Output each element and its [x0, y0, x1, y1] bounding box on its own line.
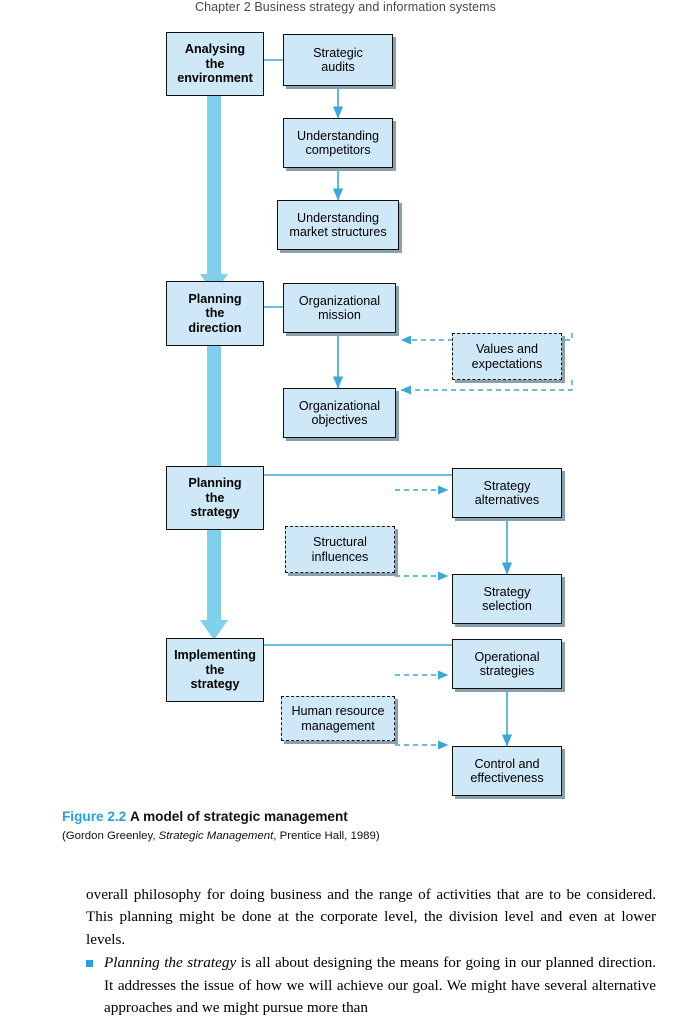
figure-title: A model of strategic management: [130, 809, 348, 824]
node-strategy-alternatives[interactable]: Strategy alternatives: [452, 468, 562, 518]
figure-strategic-management-model: Analysing the environment Planning the d…: [0, 18, 691, 808]
node-organizational-mission[interactable]: Organizational mission: [283, 283, 396, 333]
figure-number: Figure 2.2: [62, 809, 127, 824]
node-organizational-objectives[interactable]: Organizational objectives: [283, 388, 396, 438]
node-planning-the-direction[interactable]: Planning the direction: [166, 281, 264, 346]
node-implementing-the-strategy[interactable]: Implementing the strategy: [166, 638, 264, 702]
node-control-and-effectiveness[interactable]: Control and effectiveness: [452, 746, 562, 796]
credit-suffix: , Prentice Hall, 1989): [273, 830, 380, 842]
node-strategy-selection[interactable]: Strategy selection: [452, 574, 562, 624]
bullet-square-icon: [86, 960, 93, 968]
link-values-to-objectives: [400, 380, 573, 395]
spine-arrow-1: [200, 96, 228, 294]
credit-source-title: Strategic Management: [158, 830, 274, 842]
node-structural-influences[interactable]: Structural influences: [285, 526, 395, 573]
bullet-body: is all about designing the means for goi…: [104, 954, 657, 1017]
spine-arrow-3: [200, 530, 228, 640]
node-strategic-audits[interactable]: Strategic audits: [283, 34, 393, 86]
node-planning-the-strategy[interactable]: Planning the strategy: [166, 466, 264, 530]
paragraph-1: overall philosophy for doing business an…: [86, 886, 656, 948]
node-operational-strategies[interactable]: Operational strategies: [452, 639, 562, 689]
node-understanding-competitors[interactable]: Understanding competitors: [283, 118, 393, 168]
body-text: overall philosophy for doing business an…: [86, 884, 656, 1019]
bullet-item-planning-the-strategy: Planning the strategy is all about desig…: [86, 952, 656, 1019]
bullet-lead-italic: Planning the strategy: [104, 954, 237, 972]
figure-caption: Figure 2.2 A model of strategic manageme…: [62, 809, 662, 824]
running-head: Chapter 2 Business strategy and informat…: [194, 0, 497, 14]
figure-credit: (Gordon Greenley, Strategic Management, …: [62, 830, 662, 842]
node-analysing-the-environment[interactable]: Analysing the environment: [166, 32, 264, 96]
node-values-and-expectations[interactable]: Values and expectations: [452, 333, 562, 380]
node-human-resource-management[interactable]: Human resource management: [281, 696, 395, 741]
node-understanding-market-structures[interactable]: Understanding market structures: [277, 200, 399, 250]
credit-prefix: (Gordon Greenley,: [62, 830, 159, 842]
